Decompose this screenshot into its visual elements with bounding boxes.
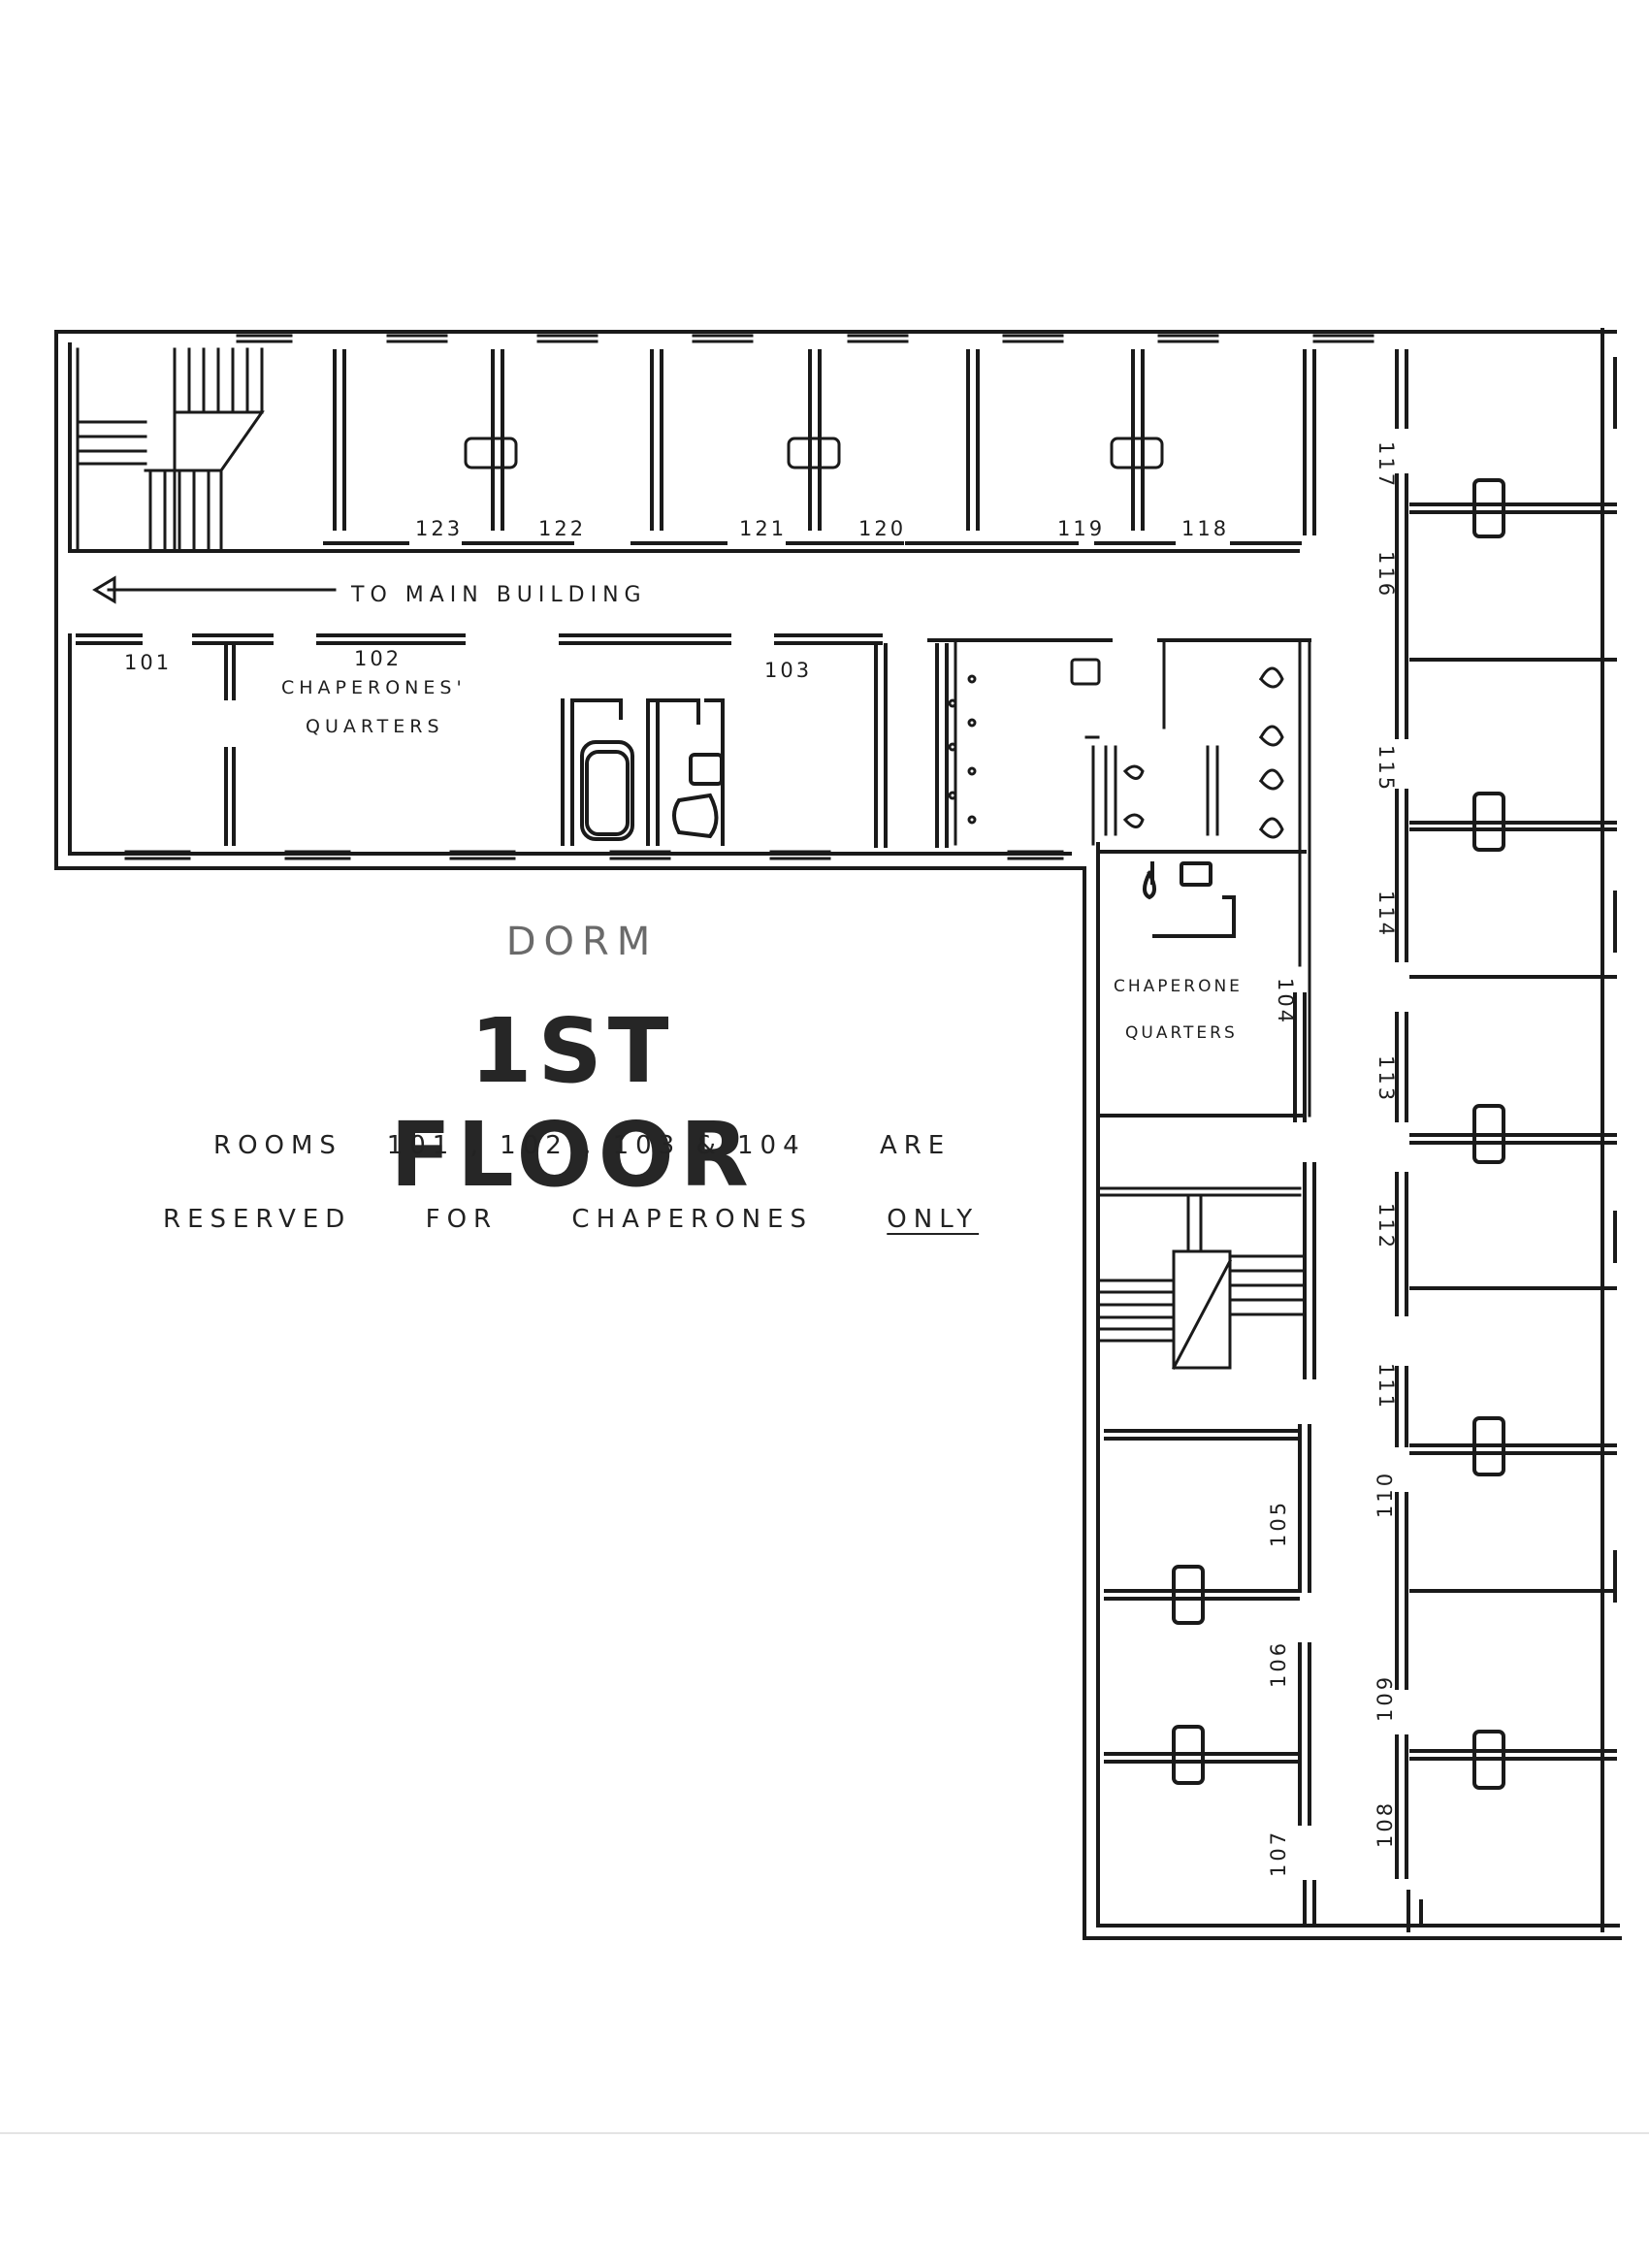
scan-edge-line [0, 2132, 1649, 2134]
direction-label: TO MAIN BUILDING [350, 583, 647, 607]
room-120: 120 [858, 517, 906, 540]
room-102: 102 [354, 647, 402, 670]
room-103: 103 [764, 659, 812, 682]
reservation-note-line-2: RESERVED FOR CHAPERONES ONLY [163, 1205, 979, 1234]
reservation-note-emphasis: ONLY [887, 1205, 980, 1234]
room-101: 101 [124, 651, 172, 674]
outer-wall [54, 330, 1622, 1940]
south-room-walls [76, 633, 1311, 848]
north-room-walls [323, 349, 1316, 553]
washroom [948, 638, 1311, 1118]
room-107: 107 [1267, 1830, 1290, 1877]
reservation-note-text: RESERVED FOR CHAPERONES [163, 1205, 888, 1234]
room-116: 116 [1374, 551, 1398, 599]
room-121: 121 [739, 517, 787, 540]
chaperones-quarters-label-2: QUARTERS [306, 716, 444, 737]
room-106: 106 [1267, 1640, 1290, 1688]
east-room-walls [1409, 328, 1617, 1932]
room-104: 104 [1274, 978, 1297, 1025]
chaperone-quarters-label-1: CHAPERONE [1114, 977, 1243, 996]
room-113: 113 [1374, 1055, 1398, 1103]
room-119: 119 [1057, 517, 1105, 540]
stair-northwest [76, 347, 265, 550]
floor-title: 1ST FLOOR [390, 999, 755, 1207]
north-room-desks [464, 437, 1164, 470]
room-105: 105 [1267, 1500, 1290, 1547]
east-corridor-walls [1293, 349, 1423, 1932]
room-110: 110 [1374, 1471, 1397, 1518]
inner-wall [68, 342, 1300, 856]
room-112: 112 [1374, 1203, 1398, 1250]
reservation-note-line-1: ROOMS 101 , 102 , 103 & 104 ARE [213, 1131, 952, 1160]
stair-southeast [1096, 1186, 1307, 1371]
arrow-icon [92, 575, 337, 604]
windows-top [124, 334, 1374, 860]
chaperone-quarters-walls [1096, 850, 1307, 1118]
west-side-rooms [1104, 1429, 1300, 1785]
east-wing-wall [1096, 842, 1620, 1928]
room-108: 108 [1374, 1800, 1397, 1848]
chaperones-quarters-label-1: CHAPERONES' [281, 677, 467, 698]
room-115: 115 [1374, 745, 1398, 793]
room-122: 122 [538, 517, 586, 540]
room-111: 111 [1374, 1363, 1398, 1410]
room-117: 117 [1374, 441, 1398, 489]
building-name: DORM [505, 920, 659, 964]
room-123: 123 [415, 517, 463, 540]
room-114: 114 [1374, 891, 1398, 938]
room-118: 118 [1181, 517, 1229, 540]
chaperone-quarters-label-2: QUARTERS [1125, 1023, 1238, 1043]
room-109: 109 [1374, 1674, 1397, 1722]
